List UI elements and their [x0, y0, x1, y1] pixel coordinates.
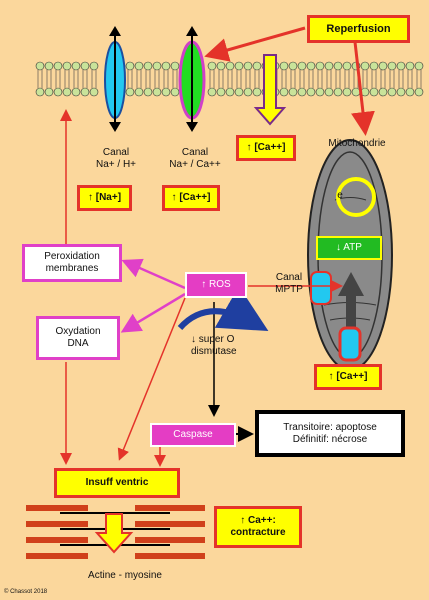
ca-up-mito-box: ↑ [Ca++]	[314, 364, 382, 390]
atp-down-box: ↓ ATP	[316, 236, 382, 260]
contracture-box: ↑ Ca++:contracture	[214, 506, 302, 548]
electron-label: e	[337, 190, 343, 201]
na-h-channel	[104, 26, 126, 132]
mitochondrie-label: Mitochondrie	[328, 138, 386, 149]
actine-myosine-label: Actine - myosine	[88, 570, 162, 581]
copyright-label: © Chassot 2018	[4, 589, 48, 595]
caspase-box: Caspase	[150, 423, 236, 447]
reperfusion-box: Reperfusion	[307, 15, 410, 43]
ca-up-box: ↑ [Ca++]	[162, 185, 220, 211]
insuff-ventric-box: Insuff ventric	[54, 468, 180, 498]
ca-up-membrane-box: ↑ [Ca++]	[236, 135, 296, 161]
ros-box: ↑ ROS	[185, 272, 247, 298]
cell-membrane	[35, 61, 424, 97]
actin-myosin	[26, 505, 205, 559]
na-ca-channel	[178, 26, 206, 132]
na-up-box: ↑ [Na+]	[77, 185, 132, 211]
